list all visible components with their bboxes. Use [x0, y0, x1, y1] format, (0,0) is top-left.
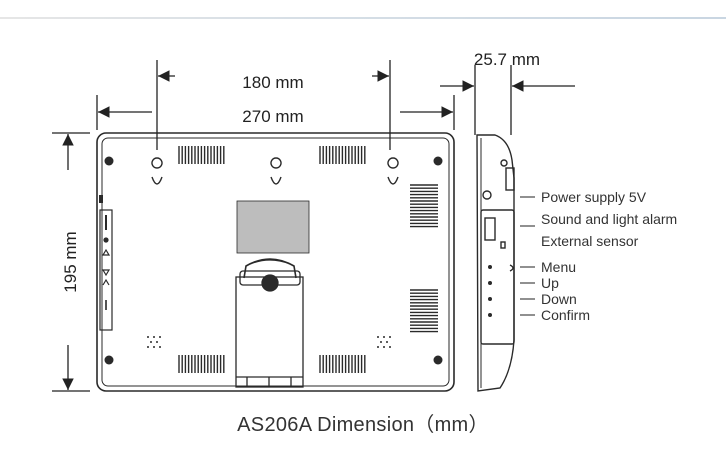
- label-confirm: Confirm: [541, 307, 590, 323]
- speaker-holes: [147, 336, 391, 348]
- small-marker-top-left: [99, 195, 103, 203]
- stand: [235, 258, 304, 388]
- label-plate: [236, 200, 310, 254]
- figure-caption: AS206A Dimension（mm）: [237, 414, 489, 436]
- side-buttons: [488, 265, 492, 317]
- dim-25-7-label: 25.7 mm: [474, 50, 540, 69]
- device-back-panel: [96, 132, 455, 392]
- device-side-view: [476, 134, 515, 392]
- label-menu: Menu: [541, 259, 576, 275]
- dim-270-label: 270 mm: [242, 107, 303, 126]
- dim-25-7: [440, 65, 575, 135]
- dim-270: [96, 95, 455, 130]
- dim-195-label: 195 mm: [61, 231, 80, 292]
- label-sound-light-alarm: Sound and light alarm: [541, 211, 677, 227]
- label-power-supply: Power supply 5V: [541, 189, 647, 205]
- keyhole-mounts: [151, 157, 399, 185]
- top-divider: [0, 17, 726, 19]
- vent-grilles: [178, 146, 438, 373]
- leader-lines: [520, 196, 535, 316]
- dim-195: [52, 132, 90, 392]
- label-down: Down: [541, 291, 577, 307]
- dim-180-label: 180 mm: [242, 73, 303, 92]
- label-external-sensor: External sensor: [541, 233, 639, 249]
- label-up: Up: [541, 275, 559, 291]
- left-side-connector: [99, 209, 113, 331]
- corner-screws: [104, 156, 443, 365]
- dim-180: [156, 60, 391, 150]
